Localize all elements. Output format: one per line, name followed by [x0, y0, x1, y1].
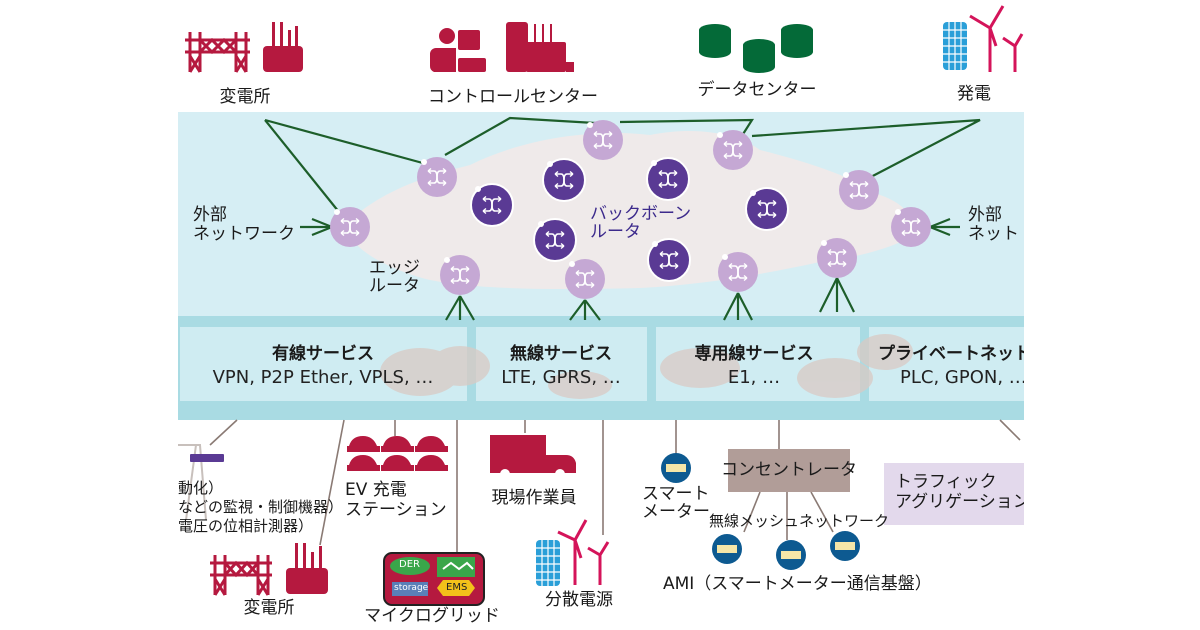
smart-meter-icon [712, 534, 742, 564]
tripod-3 [723, 292, 753, 321]
edge-router [440, 255, 480, 295]
access-links [209, 419, 1021, 555]
edge-router [583, 120, 623, 160]
label-traffic-aggregation-2: アグリゲーション [895, 492, 1030, 512]
label-ems: EMS [446, 582, 468, 593]
tripod-2 [569, 299, 601, 321]
backbone-router [470, 183, 514, 227]
label-substation-top: 変電所 [219, 87, 271, 107]
tripod-4 [819, 277, 855, 313]
label-backbone-router-1: バックボーン [590, 204, 692, 224]
smart-meter-icon [830, 531, 860, 561]
backbone-cloud [345, 130, 912, 290]
label-automation-2: などの監視・制御機器） [178, 498, 344, 516]
backbone-router [542, 158, 586, 202]
backbone-router [745, 187, 789, 231]
label-distributed-power: 分散電源 [545, 590, 613, 610]
edge-router [330, 207, 370, 247]
label-concentrator: コンセントレータ [721, 460, 857, 480]
distributed-solar-icon [536, 540, 560, 586]
label-smart-meter-2: メーター [642, 502, 710, 522]
label-ami: AMI（スマートメーター通信基盤） [663, 574, 932, 594]
edge-router [817, 238, 857, 278]
label-external-network-left-2: ネットワーク [193, 224, 295, 244]
ev-charging-station-icon [347, 436, 448, 471]
service-leased-subtitle: E1, … [727, 367, 781, 388]
edge-router [891, 207, 931, 247]
backbone-routers [470, 157, 789, 282]
microgrid-icon [383, 552, 485, 606]
service-private-subtitle: PLC, GPON, … [900, 367, 1027, 388]
edge-router [565, 259, 605, 299]
substation-tower-icon [185, 32, 250, 73]
label-der: DER [399, 559, 420, 570]
smart-meters [661, 453, 860, 570]
label-external-network-right-1: 外部 [968, 205, 1002, 225]
label-external-network-left-1: 外部 [193, 205, 227, 225]
data-center-icon [699, 24, 813, 73]
label-microgrid: マイクログリッド [364, 606, 500, 626]
label-automation-1: 動化） [178, 479, 224, 497]
backbone-router [646, 157, 690, 201]
label-backbone-router-2: ルータ [590, 222, 641, 242]
service-leased-title: 専用線サービス [694, 344, 814, 364]
label-ev-station-2: ステーション [345, 500, 447, 520]
label-substation-bottom: 変電所 [243, 598, 295, 618]
edge-router [713, 130, 753, 170]
service-wired-title: 有線サービス [272, 344, 374, 364]
right-margin [1024, 0, 1200, 630]
backbone-router [647, 238, 691, 282]
concentrator-box [728, 449, 850, 492]
label-storage: storage [394, 583, 429, 593]
backbone-router [533, 218, 577, 262]
label-external-network-right-2: ネット [968, 224, 1019, 244]
traffic-aggregation-box [884, 463, 1030, 525]
edge-router [718, 252, 758, 292]
control-center-icon [429, 22, 574, 72]
pmu-device-icon [190, 454, 224, 462]
edge-router [839, 170, 879, 210]
label-edge-router-1: エッジ [369, 258, 420, 278]
label-data-center: データセンター [697, 80, 817, 100]
edge-router [417, 157, 457, 197]
substation-tower-bottom-icon [210, 555, 272, 596]
service-wireless-title: 無線サービス [510, 344, 612, 364]
label-ev-station-1: EV 充電 [345, 480, 407, 500]
service-private-title: プライベートネットワ [878, 344, 1048, 364]
label-automation-3: 電圧の位相計測器） [178, 517, 314, 535]
label-edge-router-2: ルータ [369, 276, 420, 296]
edge-routers [330, 120, 931, 299]
substation-transformer-icon [263, 22, 303, 72]
label-smart-meter-1: スマート [642, 484, 710, 504]
label-mesh-network: 無線メッシュネットワーク [709, 512, 890, 530]
service-clouds [380, 334, 913, 399]
solar-panel-icon [943, 22, 967, 70]
smart-meter-icon [776, 540, 806, 570]
label-generation: 発電 [957, 84, 991, 104]
service-wired-subtitle: VPN, P2P Ether, VPLS, … [212, 367, 434, 388]
field-truck-icon [490, 435, 576, 479]
wind-turbine-icon [969, 5, 1024, 72]
smart-meter-icon [661, 453, 691, 483]
tripod-1 [445, 295, 475, 321]
label-traffic-aggregation-1: トラフィック [895, 472, 997, 492]
distributed-wind-icon [557, 519, 610, 585]
label-field-workers: 現場作業員 [491, 488, 577, 508]
label-control-center: コントロールセンター [428, 87, 598, 107]
substation-transformer-bottom-icon [286, 543, 328, 594]
service-wireless-subtitle: LTE, GPRS, … [501, 367, 621, 388]
